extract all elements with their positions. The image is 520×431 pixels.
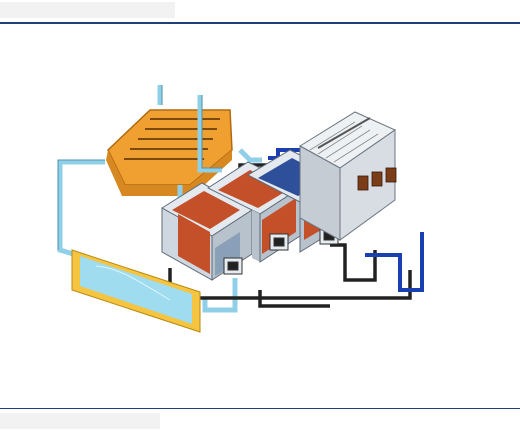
cell-slots [309,121,379,163]
copper-cathodes [357,167,397,191]
electrowinning-cell-house [299,111,397,241]
title-bar [0,2,175,18]
header-rule [0,22,520,24]
footer-rule [0,408,520,409]
leaching-pad [106,109,233,196]
source-bar [0,413,160,429]
electrolyte-loop [268,148,424,292]
light-pipe-outlines [57,85,222,250]
sprinkler-rows [124,118,220,160]
extraction-settler-1 [161,182,253,281]
pls-pool [71,249,201,333]
overhead-crane [317,117,371,149]
